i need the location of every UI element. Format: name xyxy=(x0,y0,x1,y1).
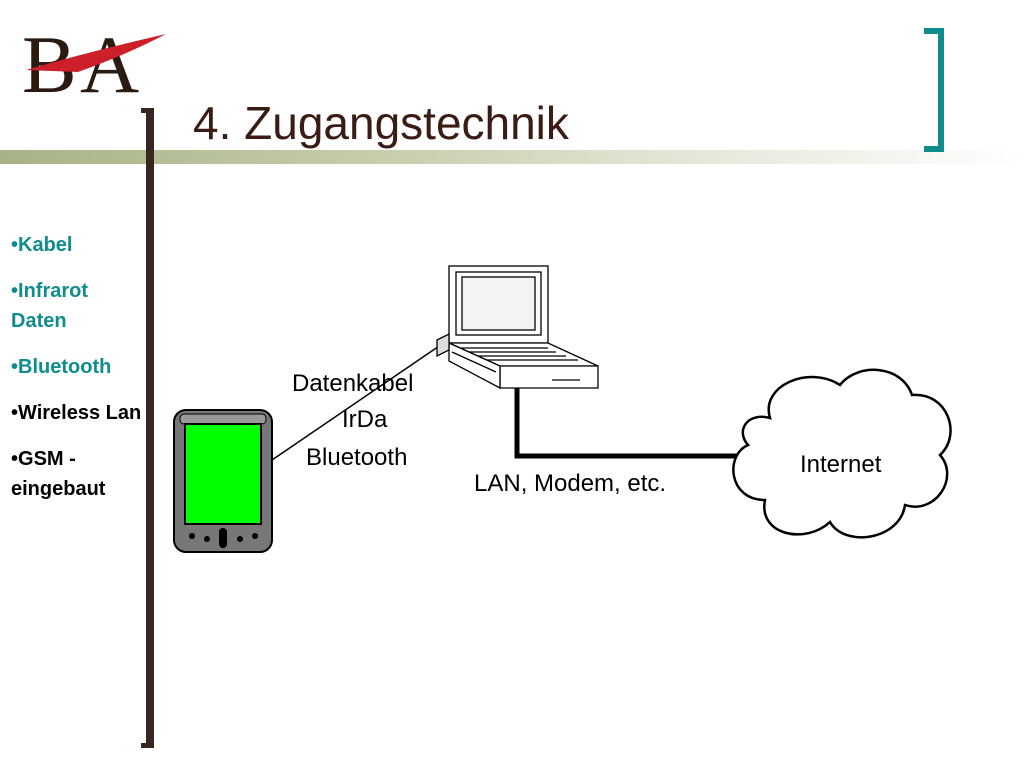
link-label-bluetooth: Bluetooth xyxy=(306,444,408,471)
pda-laptop-link-line xyxy=(271,339,449,461)
internet-cloud-icon xyxy=(732,368,952,539)
laptop-internet-link-line xyxy=(514,388,748,459)
pda-screen xyxy=(184,423,262,525)
bullet-item-bluetooth: •Bluetooth xyxy=(11,356,112,378)
link-label-lan-modem: LAN, Modem, etc. xyxy=(474,470,667,497)
logo-swoosh xyxy=(26,34,166,72)
ba-logo: B A xyxy=(22,19,166,102)
link-label-datenkabel: Datenkabel xyxy=(292,370,414,397)
left-bracket-decoration xyxy=(141,108,154,748)
slide-title: 4. Zugangstechnik xyxy=(193,97,569,149)
link-label-irda: IrDa xyxy=(342,406,388,433)
bullet-item-gsm: •GSM - eingebaut xyxy=(11,448,106,500)
cloud-label-internet: Internet xyxy=(800,451,882,478)
bullet-item-wireless-lan: •Wireless Lan xyxy=(11,402,142,424)
bullet-item-infrarot: •Infrarot Daten xyxy=(11,280,89,332)
title-underline-bar xyxy=(0,150,1024,164)
bullet-item-kabel: •Kabel xyxy=(11,234,73,256)
right-bracket-decoration xyxy=(924,28,944,152)
laptop-icon xyxy=(436,265,599,390)
sidebar-bullet-list: •Kabel •Infrarot Daten •Bluetooth •Wirel… xyxy=(11,230,143,520)
pda-icon xyxy=(173,409,273,553)
